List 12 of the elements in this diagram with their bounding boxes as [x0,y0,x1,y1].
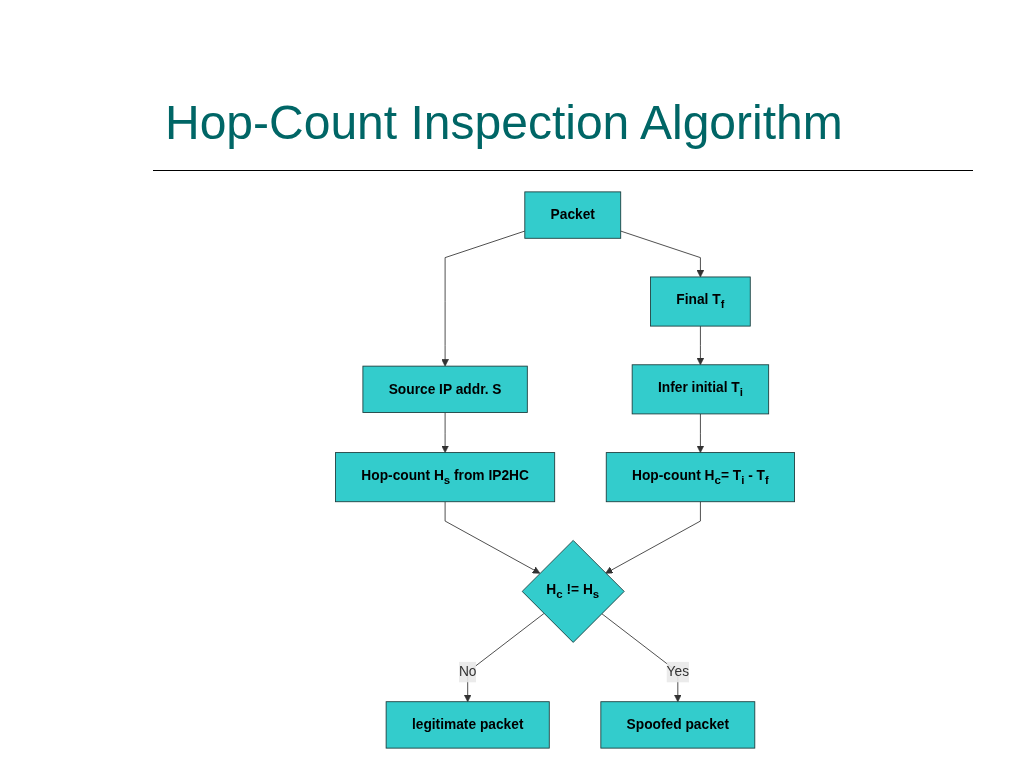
slide-title: Hop-Count Inspection Algorithm [165,95,843,150]
node-box: Spoofed packet [600,701,756,749]
node-box: legitimate packet [385,701,550,749]
edge-label: Yes [666,664,689,679]
node-box: Hop-count H$_{s}$ from IP2HC [335,452,556,503]
node-box: Packet [524,191,622,239]
node-box: Hop-count H$_{c}$= T$_{i}$ - T$_{f}$ [605,452,795,503]
node-box: Infer initial T$_{i}$ [631,364,770,415]
node-diamond: H$_{c}$ != H$_{s}$ [521,539,625,643]
node-box: Source IP addr. S [362,365,528,413]
node-box: Final T$_{f}$ [650,276,751,327]
edge-label: No [458,664,477,679]
